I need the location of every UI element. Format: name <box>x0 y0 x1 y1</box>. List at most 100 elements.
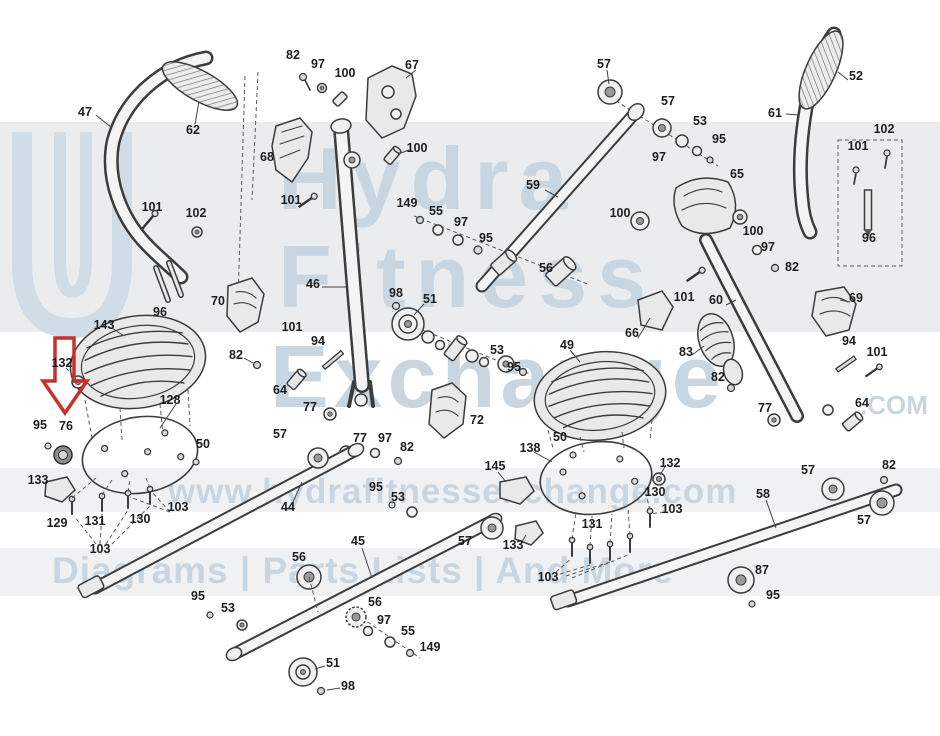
part-label-82: 82 <box>882 458 896 472</box>
part-label-101: 101 <box>673 290 695 304</box>
part-label-131: 131 <box>84 514 106 528</box>
part-label-82: 82 <box>286 48 300 62</box>
right-pedal-assembly <box>499 350 667 579</box>
leader-lines <box>95 69 851 691</box>
part-label-145: 145 <box>484 459 506 473</box>
part-label-53: 53 <box>693 114 707 128</box>
part-label-97: 97 <box>652 150 666 164</box>
bracket-70 <box>226 277 265 333</box>
part-label-51: 51 <box>423 292 437 306</box>
part-label-96: 96 <box>862 231 876 245</box>
rail-44 <box>77 442 365 631</box>
part-label-143: 143 <box>93 318 115 332</box>
part-label-56: 56 <box>368 595 382 609</box>
part-label-98: 98 <box>389 286 403 300</box>
cover-66 <box>637 290 674 331</box>
rail-45 <box>225 512 504 696</box>
part-label-64: 64 <box>273 383 287 397</box>
part-label-61: 61 <box>768 106 782 120</box>
part-label-102: 102 <box>873 122 895 136</box>
part-label-103: 103 <box>661 502 683 516</box>
part-label-83: 83 <box>679 345 693 359</box>
part-label-97: 97 <box>454 215 468 229</box>
part-label-55: 55 <box>429 204 443 218</box>
part-label-77: 77 <box>303 400 317 414</box>
part-label-101: 101 <box>847 139 869 153</box>
part-label-103: 103 <box>167 500 189 514</box>
part-label-76: 76 <box>59 419 73 433</box>
part-label-49: 49 <box>560 338 574 352</box>
part-label-130: 130 <box>644 485 666 499</box>
front-post-assembly <box>271 65 417 408</box>
part-label-130: 130 <box>129 512 151 526</box>
part-label-94: 94 <box>311 334 325 348</box>
part-label-100: 100 <box>334 66 356 80</box>
part-label-68: 68 <box>260 150 274 164</box>
part-label-82: 82 <box>711 370 725 384</box>
part-label-95: 95 <box>766 588 780 602</box>
part-label-101: 101 <box>141 200 163 214</box>
part-label-53: 53 <box>221 601 235 615</box>
part-label-100: 100 <box>609 206 631 220</box>
part-label-50: 50 <box>553 430 567 444</box>
part-label-101: 101 <box>280 193 302 207</box>
right-crank-assembly <box>637 177 883 432</box>
part-label-133: 133 <box>502 538 524 552</box>
rail-58 <box>550 475 903 611</box>
part-label-95: 95 <box>33 418 47 432</box>
part-label-77: 77 <box>353 431 367 445</box>
bracket-67 <box>365 65 417 139</box>
part-label-55: 55 <box>401 624 415 638</box>
part-label-72: 72 <box>470 413 484 427</box>
part-label-47: 47 <box>78 105 92 119</box>
part-label-103: 103 <box>89 542 111 556</box>
dashed-guides-front-post <box>237 71 259 301</box>
part-label-77: 77 <box>758 401 772 415</box>
part-label-95: 95 <box>712 132 726 146</box>
part-label-87: 87 <box>755 563 769 577</box>
part-label-95: 95 <box>191 589 205 603</box>
part-label-149: 149 <box>419 640 441 654</box>
part-76-grommet <box>53 445 73 465</box>
highlight-arrow <box>39 336 91 417</box>
mount-screws-left <box>68 485 154 515</box>
part-label-57: 57 <box>273 427 287 441</box>
part-label-65: 65 <box>730 167 744 181</box>
part-label-138: 138 <box>519 441 541 455</box>
watermark-com-suffix: .COM <box>860 390 928 420</box>
part-label-100: 100 <box>742 224 764 238</box>
part-label-56: 56 <box>292 550 306 564</box>
part-label-57: 57 <box>597 57 611 71</box>
part-label-131: 131 <box>581 517 603 531</box>
part-label-59: 59 <box>526 178 540 192</box>
part-label-95: 95 <box>507 360 521 374</box>
left-handlebar-hardware <box>140 209 203 303</box>
part-label-98: 98 <box>341 679 355 693</box>
part-label-101: 101 <box>866 345 888 359</box>
part-label-95: 95 <box>369 480 383 494</box>
part-label-58: 58 <box>756 487 770 501</box>
bracket-145 <box>499 476 535 505</box>
part-label-103: 103 <box>537 570 559 584</box>
part-label-129: 129 <box>46 516 68 530</box>
part-label-57: 57 <box>801 463 815 477</box>
part-label-149: 149 <box>396 196 418 210</box>
part-label-64: 64 <box>855 396 869 410</box>
part-label-97: 97 <box>377 613 391 627</box>
left-handlebar <box>103 50 239 285</box>
part-label-94: 94 <box>842 334 856 348</box>
part-label-132: 132 <box>659 456 681 470</box>
part-label-70: 70 <box>211 294 225 308</box>
part-label-101: 101 <box>281 320 303 334</box>
right-handlebar <box>792 26 903 267</box>
part-label-53: 53 <box>490 343 504 357</box>
part-label-69: 69 <box>849 291 863 305</box>
part-label-97: 97 <box>761 240 775 254</box>
cover-72 <box>428 382 467 439</box>
part-label-102: 102 <box>185 206 207 220</box>
part-label-96: 96 <box>153 305 167 319</box>
part-label-46: 46 <box>306 277 320 291</box>
